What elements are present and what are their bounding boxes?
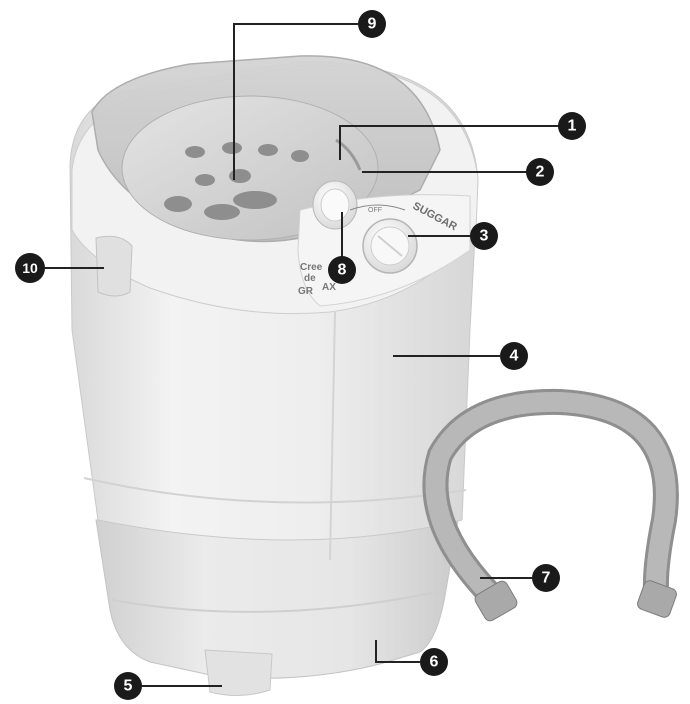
- panel-text-4: AX: [322, 282, 336, 293]
- callout-10-label: 10: [22, 260, 38, 276]
- drain-outlet: [204, 649, 273, 696]
- callout-9-label: 9: [368, 16, 377, 33]
- cabinet-band: [83, 477, 467, 504]
- callout-3-label: 3: [480, 228, 489, 245]
- panel-text-1: Cree: [300, 262, 323, 273]
- callout-5: 5: [114, 672, 142, 700]
- callout-4-label: 4: [510, 348, 519, 365]
- callout-3-badge: [470, 222, 498, 250]
- drain-hose: [422, 388, 679, 622]
- callout-8: 8: [328, 256, 356, 284]
- callout-2: 2: [526, 158, 554, 186]
- leader-lines: [44, 23, 560, 687]
- callout-5-badge: [114, 672, 142, 700]
- leader-9: [233, 23, 358, 180]
- callout-8-label: 8: [338, 262, 347, 279]
- callout-1: 1: [558, 112, 586, 140]
- callout-6-badge: [420, 648, 448, 676]
- washing-machine: SUGGAR Cree de GR AX OFF: [69, 55, 479, 696]
- lid-hinge: [335, 138, 362, 171]
- timer-knob[interactable]: OFF: [349, 204, 418, 274]
- callout-8-badge: [328, 256, 356, 284]
- handle: [95, 235, 133, 297]
- hose-end-right: [637, 580, 677, 618]
- callout-10: 10: [15, 253, 45, 283]
- callout-9-badge: [358, 10, 386, 38]
- base: [95, 519, 459, 679]
- callout-6-label: 6: [430, 654, 439, 671]
- cabinet-edge: [329, 311, 336, 561]
- callout-1-label: 1: [568, 118, 577, 135]
- callout-1-badge: [558, 112, 586, 140]
- callout-4: 4: [500, 342, 528, 370]
- callout-2-label: 2: [536, 164, 545, 181]
- callout-5-label: 5: [124, 678, 133, 695]
- callout-3: 3: [470, 222, 498, 250]
- leader-1: [339, 125, 560, 160]
- callout-7-label: 7: [542, 570, 551, 587]
- callout-10-badge: [15, 253, 45, 283]
- callout-4-badge: [500, 342, 528, 370]
- panel-text-2: de: [304, 273, 316, 284]
- leader-6: [375, 640, 420, 663]
- base-seam: [111, 589, 447, 613]
- callout-9: 9: [358, 10, 386, 38]
- panel-text-3: GR: [298, 286, 314, 297]
- callout-7-badge: [532, 564, 560, 592]
- callout-7: 7: [532, 564, 560, 592]
- callout-2-badge: [526, 158, 554, 186]
- hose-end-left: [474, 580, 518, 622]
- selector[interactable]: [312, 180, 358, 230]
- callout-6: 6: [420, 648, 448, 676]
- dial-label: OFF: [368, 207, 382, 214]
